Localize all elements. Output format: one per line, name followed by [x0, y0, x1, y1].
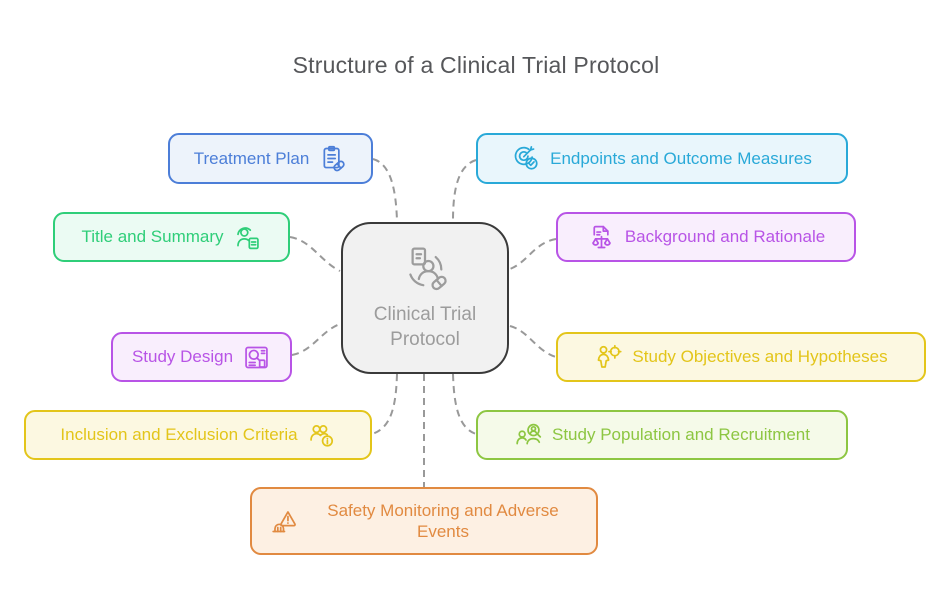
connector-endpoints — [452, 159, 477, 222]
node-study-objectives-hypotheses[interactable]: Study Objectives and Hypotheses — [556, 332, 926, 382]
connector-study-population — [452, 373, 477, 435]
connector-study-design — [291, 323, 341, 356]
node-treatment-plan[interactable]: Treatment Plan — [168, 133, 373, 184]
central-node-label: Clinical Trial Protocol — [373, 304, 477, 350]
node-endpoints-outcome-measures[interactable]: Endpoints and Outcome Measures — [476, 133, 848, 184]
node-label: Study Design — [131, 347, 234, 367]
target-check-icon — [514, 146, 538, 170]
central-node[interactable]: Clinical Trial Protocol — [341, 222, 509, 374]
node-label: Study Population and Recruitment — [552, 425, 810, 445]
node-label: Study Objectives and Hypotheses — [632, 347, 888, 367]
node-study-population-recruitment[interactable]: Study Population and Recruitment — [476, 410, 848, 460]
person-document-icon — [236, 226, 259, 249]
person-target-icon — [598, 344, 623, 368]
document-scales-icon — [592, 225, 611, 248]
connector-study-objectives — [509, 325, 557, 358]
node-study-design[interactable]: Study Design — [111, 332, 292, 382]
node-label: Background and Rationale — [624, 227, 826, 247]
connector-treatment-plan — [372, 158, 398, 222]
node-label: Title and Summary — [81, 227, 224, 247]
node-safety-monitoring-adverse-events[interactable]: Safety Monitoring and Adverse Events — [250, 487, 598, 555]
people-search-icon — [516, 423, 542, 445]
warning-barrier-icon — [272, 510, 296, 532]
page-title: Structure of a Clinical Trial Protocol — [292, 52, 660, 78]
people-criteria-icon — [309, 424, 333, 447]
node-inclusion-exclusion-criteria[interactable]: Inclusion and Exclusion Criteria — [24, 410, 372, 460]
node-label: Inclusion and Exclusion Criteria — [60, 425, 298, 445]
node-label: Endpoints and Outcome Measures — [550, 148, 812, 168]
node-label: Safety Monitoring and Adverse Events — [327, 500, 559, 541]
connector-inclusion-exclusion — [371, 373, 398, 435]
clinical-trial-icon — [409, 247, 447, 291]
connector-background-rationale — [509, 238, 557, 270]
clipboard-pill-icon — [323, 145, 346, 172]
connector-title-summary — [289, 236, 341, 272]
node-label: Treatment Plan — [193, 148, 310, 168]
node-background-rationale[interactable]: Background and Rationale — [556, 212, 856, 262]
design-board-icon — [245, 346, 268, 368]
node-title-summary[interactable]: Title and Summary — [53, 212, 290, 262]
